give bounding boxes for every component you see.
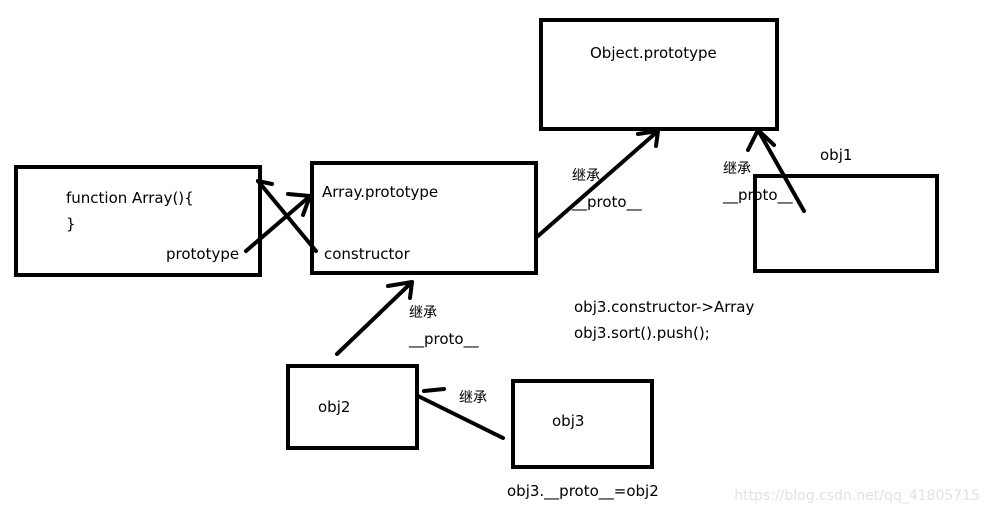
- array-prototype-inherit-head: [636, 129, 660, 148]
- array-function-box: [14, 165, 262, 277]
- array-prototype-box: [310, 161, 538, 275]
- array-prototype-constructor-label: constructor: [324, 245, 411, 263]
- obj3-inherit-head: [422, 387, 446, 393]
- prototype-arrow-head: [286, 192, 312, 217]
- array-function-node: function Array(){ } prototype: [14, 165, 262, 277]
- array-prototype-inherit-shaft: [536, 129, 660, 238]
- object-prototype-node: Object.prototype: [539, 18, 779, 131]
- obj2-inherit-arrow: 继承 __proto__: [335, 280, 479, 356]
- obj3-inherit-shaft: [416, 394, 505, 440]
- obj3-box: [511, 379, 654, 469]
- array-prototype-title: Array.prototype: [322, 183, 438, 201]
- obj3-proto-note: obj3.__proto__=obj2: [507, 482, 659, 501]
- array-prototype-proto-label: __proto__: [571, 193, 642, 212]
- array-function-signature: function Array(){: [66, 189, 194, 207]
- array-function-close-brace: }: [66, 215, 76, 233]
- obj1-inherit-arrow: 继承 __proto__: [722, 128, 806, 213]
- watermark: https://blog.csdn.net/qq_41805715: [734, 488, 980, 504]
- obj1-inherit-head: [746, 128, 776, 152]
- obj3-inherit-arrow: 继承: [416, 387, 505, 440]
- array-prototype-node: Array.prototype constructor: [310, 161, 538, 275]
- obj1-inherit-label: 继承: [723, 161, 751, 177]
- constructor-arrow: [256, 179, 318, 253]
- obj2-label: obj2: [318, 398, 350, 416]
- obj1-label: obj1: [820, 146, 852, 164]
- obj2-inherit-label: 继承: [409, 305, 437, 321]
- obj3-node: obj3: [511, 379, 654, 469]
- prototype-arrow-shaft: [244, 194, 312, 253]
- constructor-arrow-shaft: [256, 179, 318, 253]
- array-function-prototype-label: prototype: [166, 245, 239, 263]
- constructor-arrow-head: [256, 179, 274, 186]
- obj3-label: obj3: [552, 412, 584, 430]
- prototype-arrow: [244, 192, 312, 253]
- obj2-node: obj2: [286, 364, 419, 450]
- obj1-node: obj1: [753, 146, 939, 273]
- array-prototype-inherit-arrow: 继承 __proto__: [536, 129, 660, 238]
- obj2-inherit-head: [386, 280, 414, 300]
- obj2-box: [286, 364, 419, 450]
- obj1-box: [753, 174, 939, 273]
- object-prototype-box: [539, 18, 779, 131]
- object-prototype-title: Object.prototype: [590, 44, 717, 62]
- obj1-inherit-shaft: [756, 128, 806, 213]
- obj3-method-chain-note: obj3.sort().push();: [574, 324, 710, 342]
- obj3-constructor-note: obj3.constructor->Array: [574, 298, 754, 316]
- obj1-proto-label: __proto__: [722, 186, 793, 205]
- array-prototype-inherit-label: 继承: [572, 168, 600, 184]
- obj2-inherit-shaft: [335, 280, 414, 356]
- obj2-proto-label: __proto__: [408, 330, 479, 349]
- obj3-inherit-label: 继承: [459, 390, 487, 406]
